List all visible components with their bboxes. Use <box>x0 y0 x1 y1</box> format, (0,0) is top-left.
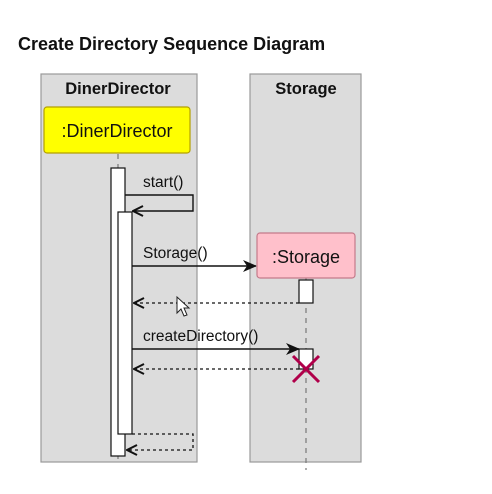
object-dinerdirector <box>43 106 191 154</box>
message-label-start: start() <box>143 174 183 191</box>
activation-storage-constructor <box>298 279 314 304</box>
message-start-arrow <box>125 194 194 211</box>
destroy-mark-icon <box>291 354 321 384</box>
message-label-createdirectory: createDirectory() <box>143 328 258 345</box>
diagram-title: Create Directory Sequence Diagram <box>18 34 325 54</box>
mouse-cursor-icon <box>176 295 191 317</box>
object-label-storage: :Storage <box>272 247 340 267</box>
object-storage <box>256 232 356 279</box>
lane-title-storage: Storage <box>275 80 336 98</box>
activation-dinerdirector-inner <box>117 211 133 435</box>
object-label-dinerdirector: :DinerDirector <box>61 121 172 141</box>
message-self-return <box>127 433 194 450</box>
message-label-storage: Storage() <box>143 245 208 262</box>
lane-title-dinerdirector: DinerDirector <box>65 80 171 98</box>
